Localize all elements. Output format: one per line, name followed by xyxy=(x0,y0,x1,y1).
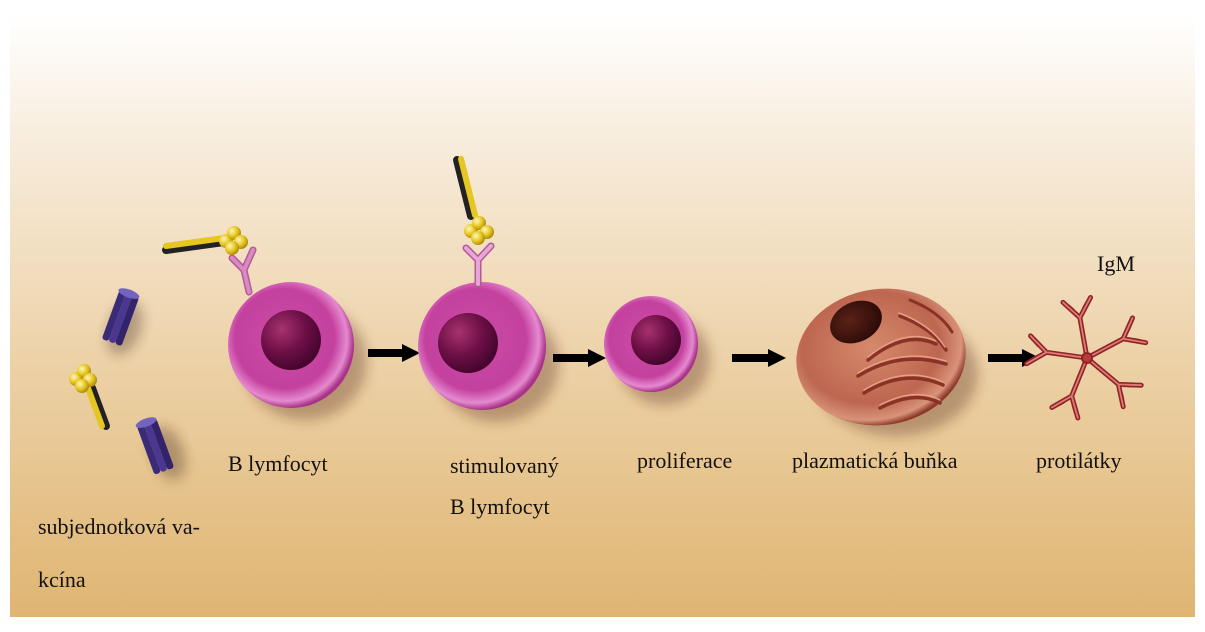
proliferation-cell-nucleus xyxy=(631,315,681,365)
label-vaccine-line2: kcína xyxy=(38,567,86,592)
label-igm: IgM xyxy=(1097,251,1135,276)
label-proliferation: proliferace xyxy=(637,448,732,473)
label-b-lymphocyte: B lymfocyt xyxy=(228,451,328,476)
label-stimulated-line2: B lymfocyt xyxy=(450,494,550,519)
label-plasma-cell: plazmatická buňka xyxy=(792,448,958,473)
igm-core xyxy=(1082,353,1092,363)
stimulated-b-lymphocyte-nucleus xyxy=(438,313,498,373)
label-vaccine-line1: subjednotková va- xyxy=(38,514,200,539)
label-stimulated-line1: stimulovaný xyxy=(450,453,559,478)
label-antibodies: protilátky xyxy=(1036,448,1122,473)
b-lymphocyte-nucleus xyxy=(261,310,321,370)
